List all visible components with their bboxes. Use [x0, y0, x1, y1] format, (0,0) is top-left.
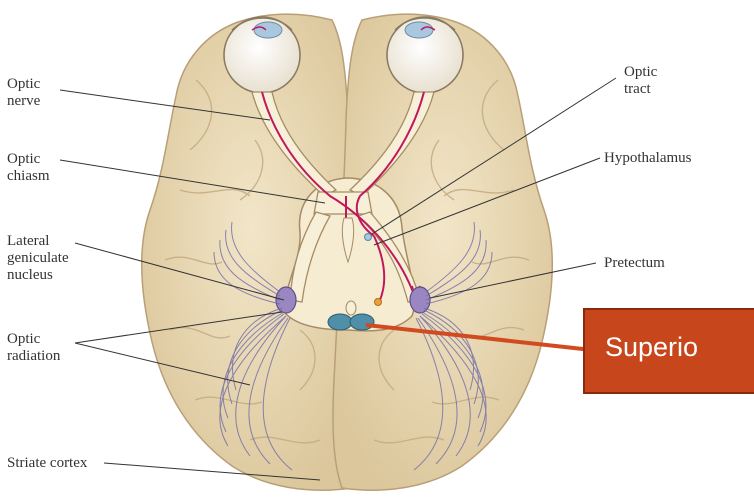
- label-optic-radiation: Optic radiation: [7, 331, 60, 365]
- label-lateral-geniculate-nucleus: Lateral geniculate nucleus: [7, 233, 69, 284]
- label-optic-chiasm: Optic chiasm: [7, 151, 50, 185]
- hypothalamus-dot: [365, 234, 372, 241]
- label-optic-tract: Optic tract: [624, 64, 657, 98]
- label-pretectum: Pretectum: [604, 255, 665, 272]
- left-eye: [224, 17, 300, 93]
- right-eye: [387, 17, 463, 93]
- callout-text: Superio: [605, 330, 698, 364]
- label-hypothalamus: Hypothalamus: [604, 150, 692, 167]
- label-optic-nerve: Optic nerve: [7, 76, 40, 110]
- pretectum-dot: [375, 299, 382, 306]
- label-striate-cortex: Striate cortex: [7, 455, 87, 472]
